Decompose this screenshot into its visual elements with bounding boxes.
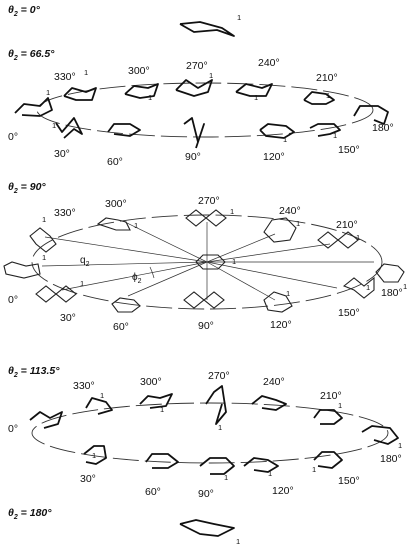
angle-label-270: 270° [208,370,230,382]
angle-label-120: 120° [270,319,292,331]
atom-labels-90: 1 1 1 1 1 1 1 1 1 1 1 [42,207,407,298]
svg-text:1: 1 [92,451,96,460]
ring-conformations-113-5 [29,385,399,475]
chair-conformation-top: 1 [179,13,241,37]
chair-conformation-bottom: 1 [179,519,240,546]
pseudorotation-ellipse [31,402,389,464]
svg-text:1: 1 [254,93,258,102]
svg-text:1: 1 [403,282,407,291]
angle-label-180: 180° [380,453,402,465]
ring-conformations-90 [3,209,405,313]
atom-label: 1 [236,537,240,546]
svg-text:1: 1 [283,135,287,144]
section-title-theta-66-5: θ2 = 66.5° [8,48,55,62]
svg-text:1: 1 [46,88,50,97]
angle-label-0: 0° [8,131,18,143]
angle-label-30: 30° [54,148,70,160]
svg-text:1: 1 [312,465,316,474]
ring-conformations-66-5 [14,79,389,149]
phi2-label: ϕ2 [132,272,142,285]
angle-label-210: 210° [316,72,338,84]
angle-label-270: 270° [198,195,220,207]
spokes [41,221,374,301]
pseudorotation-ellipse [31,214,383,310]
svg-text:1: 1 [366,283,370,292]
svg-text:1: 1 [230,207,234,216]
angle-label-150: 150° [338,307,360,319]
angle-label-300: 300° [105,198,127,210]
angle-label-0: 0° [8,294,18,306]
angle-label-300: 300° [128,65,150,77]
angle-label-30: 30° [60,312,76,324]
angle-label-210: 210° [336,219,358,231]
angle-label-210: 210° [320,390,342,402]
q2-label: q2 [80,255,90,268]
svg-text:1: 1 [134,221,138,230]
svg-text:1: 1 [224,473,228,482]
svg-text:1: 1 [52,121,56,130]
svg-text:1: 1 [100,391,104,400]
angle-label-150: 150° [338,475,360,487]
angle-label-180: 180° [381,287,403,299]
svg-text:1: 1 [84,68,88,77]
angle-label-150: 150° [338,144,360,156]
svg-text:1: 1 [268,469,272,478]
svg-text:1: 1 [148,93,152,102]
atom-labels-66-5: 1 1 1 1 1 1 1 1 1 [46,68,337,144]
atom-label: 1 [237,13,241,22]
svg-text:1: 1 [160,405,164,414]
svg-text:1: 1 [356,233,360,242]
svg-text:1: 1 [42,253,46,262]
angle-label-330: 330° [73,380,95,392]
svg-text:1: 1 [333,131,337,140]
angle-label-90: 90° [185,151,201,163]
svg-text:1: 1 [42,215,46,224]
svg-text:1: 1 [232,257,236,266]
svg-text:1: 1 [209,71,213,80]
svg-text:1: 1 [218,423,222,432]
atom-labels-113-5: 1 1 1 1 1 1 1 1 1 [92,391,402,482]
angle-label-60: 60° [145,486,161,498]
svg-text:1: 1 [398,441,402,450]
central-planar-ring [195,254,226,270]
svg-text:1: 1 [296,219,300,228]
angle-label-60: 60° [107,156,123,168]
angle-label-90: 90° [198,320,214,332]
angle-label-270: 270° [186,60,208,72]
angle-label-240: 240° [263,376,285,388]
svg-text:1: 1 [338,401,342,410]
section-title-theta-0: θ2 = 0° [8,4,41,18]
section-title-theta-180: θ2 = 180° [8,507,52,521]
angle-label-30: 30° [80,473,96,485]
angle-label-180: 180° [372,122,394,134]
angle-label-0: 0° [8,423,18,435]
svg-text:1: 1 [326,91,330,100]
angle-label-300: 300° [140,376,162,388]
angle-label-60: 60° [113,321,129,333]
angle-label-240: 240° [258,57,280,69]
angle-label-240: 240° [279,205,301,217]
svg-text:1: 1 [286,289,290,298]
angle-label-330: 330° [54,71,76,83]
angle-label-120: 120° [263,151,285,163]
section-title-theta-113-5: θ2 = 113.5° [8,365,60,379]
angle-label-120: 120° [272,485,294,497]
svg-text:1: 1 [80,279,84,288]
angle-label-90: 90° [198,488,214,500]
section-title-theta-90: θ2 = 90° [8,181,46,195]
angle-label-330: 330° [54,207,76,219]
